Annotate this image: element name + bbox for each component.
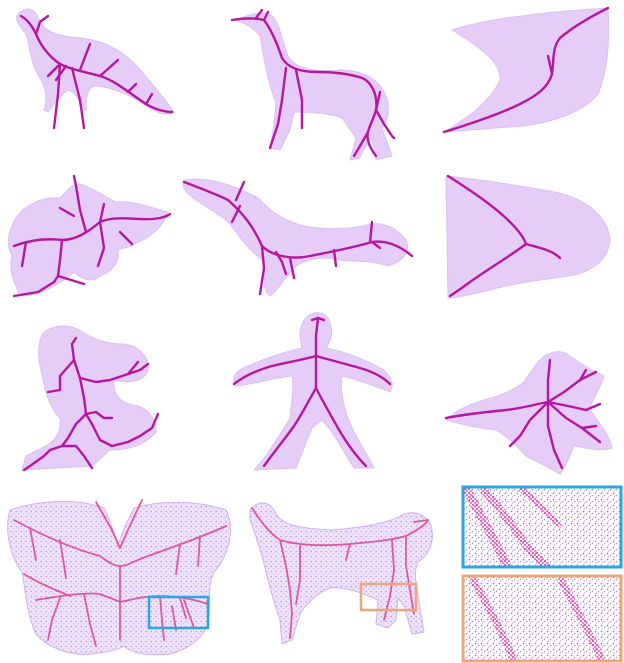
panel-splat-shape — [8, 176, 170, 296]
panel-maple-leaf-shape — [446, 352, 612, 474]
panel-dog-pointcloud — [250, 503, 432, 644]
panel-leaf-shape — [444, 8, 609, 132]
panel-dog-greyhound — [232, 10, 394, 160]
panel-lizard-shape — [183, 179, 412, 296]
zoom-inset-dog — [463, 576, 621, 661]
panel-butterfly-pointcloud — [8, 500, 231, 655]
panel-bird — [17, 9, 174, 128]
panel-fan-shape — [446, 176, 610, 298]
panel-monkey-shape — [22, 326, 158, 470]
zoom-inset-butterfly — [463, 487, 621, 568]
panel-human-shape — [234, 313, 392, 470]
